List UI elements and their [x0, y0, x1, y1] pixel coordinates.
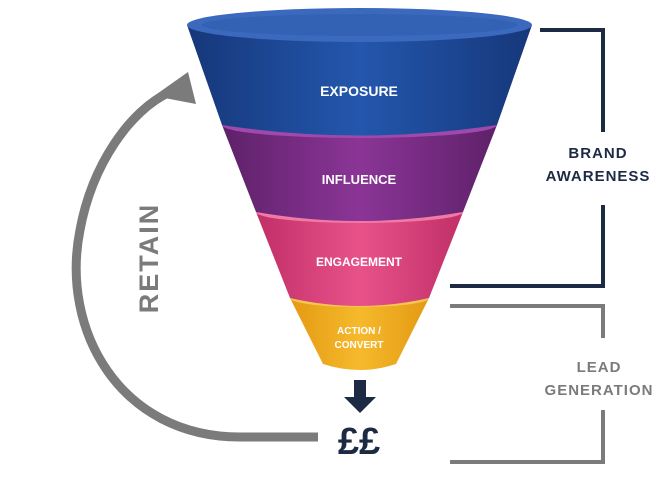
- stage-label-influence: INFLUENCE: [322, 172, 397, 187]
- brand-bracket-line-top: [540, 28, 605, 132]
- retain-arrow-path: [71, 87, 318, 442]
- brand-awareness-bracket: BRAND AWARENESS: [450, 28, 651, 288]
- brand-bracket-line-bottom: [450, 205, 605, 288]
- outcome-symbol: ££: [338, 421, 380, 463]
- funnel: ACTION / CONVERT ENGAGEMENT INFLUENCE EX…: [187, 8, 532, 370]
- lead-label-line1: LEAD: [577, 359, 622, 376]
- lead-bracket-line-bottom: [450, 410, 605, 464]
- stage-label-engagement: ENGAGEMENT: [316, 255, 403, 269]
- lead-bracket-line-top: [450, 304, 605, 338]
- brand-label-line2: AWARENESS: [546, 168, 651, 185]
- retain-label: RETAIN: [134, 203, 164, 314]
- lead-label-line2: GENERATION: [545, 382, 654, 399]
- stage-label-action-line2: CONVERT: [335, 340, 384, 351]
- lead-generation-bracket: LEAD GENERATION: [450, 304, 654, 464]
- stage-label-exposure: EXPOSURE: [320, 83, 398, 99]
- down-arrow-icon: [344, 380, 376, 413]
- brand-label-line1: BRAND: [568, 145, 627, 162]
- retain-arrow-head-icon: [154, 72, 196, 104]
- stage-label-action-line1: ACTION /: [337, 326, 381, 337]
- retain-loop: RETAIN: [71, 72, 318, 442]
- funnel-stage-exposure: EXPOSURE: [187, 8, 532, 136]
- outcome: ££: [338, 380, 380, 463]
